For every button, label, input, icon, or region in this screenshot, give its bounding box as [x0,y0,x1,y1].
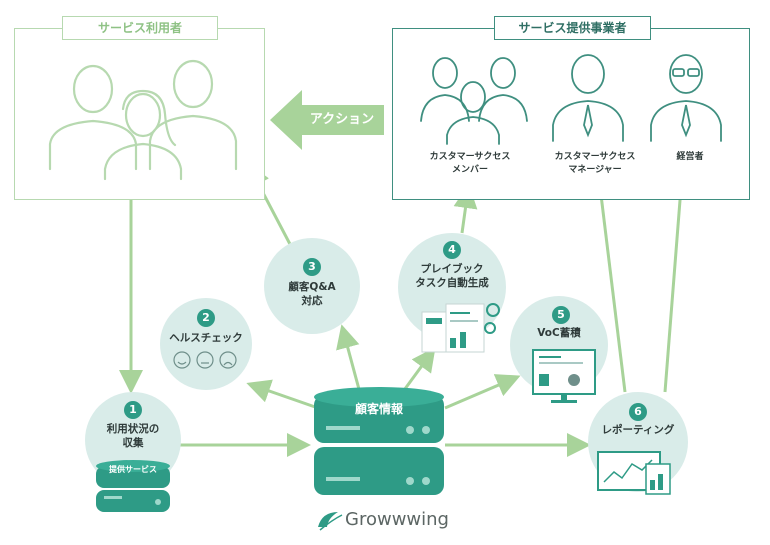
step-3-number: 3 [303,258,321,276]
step-1-label: 利用状況の 収集 [106,423,160,449]
step-2-label: ヘルスチェック [169,332,243,344]
arrow-db-to-playbook [400,347,436,394]
role-cs-manager: カスタマーサクセス マネージャー [554,152,636,175]
step-6-number: 6 [629,403,647,421]
step-5-label: VoC蓄積 [537,327,581,339]
users-illustration [48,59,238,181]
arrow-reporting-to-executive [663,156,694,393]
step-2-number: 2 [197,309,215,327]
step-4-number: 4 [443,241,461,259]
role-executive: 経営者 [676,152,704,162]
provider-illustration [420,54,722,145]
step-4-label: プレイブック タスク自動生成 [415,263,489,289]
role-cs-member: カスタマーサクセス メンバー [429,152,511,175]
brand-name: Growwwing [345,509,449,530]
customer-db-label: 顧客情報 [354,402,403,416]
arrow-db-to-voc [444,374,521,410]
arrow-db-to-healthcheck [246,379,319,410]
step-6-label: レポーティング [601,424,675,436]
step-3-label: 顧客Q&A 対応 [288,281,336,307]
arrow-db-to-qa [336,324,362,394]
service-provider-box [392,28,750,200]
arrow-reporting-to-manager [587,156,627,393]
step-customer-qa [264,238,360,334]
step-1-number: 1 [124,401,142,419]
service-users-title: サービス利用者 [62,16,218,40]
service-db-label: 提供サービス [109,465,157,474]
service-provider-title: サービス提供事業者 [494,16,651,40]
service-users-box [14,28,265,200]
step-5-number: 5 [552,306,570,324]
action-label: アクション [309,112,375,127]
